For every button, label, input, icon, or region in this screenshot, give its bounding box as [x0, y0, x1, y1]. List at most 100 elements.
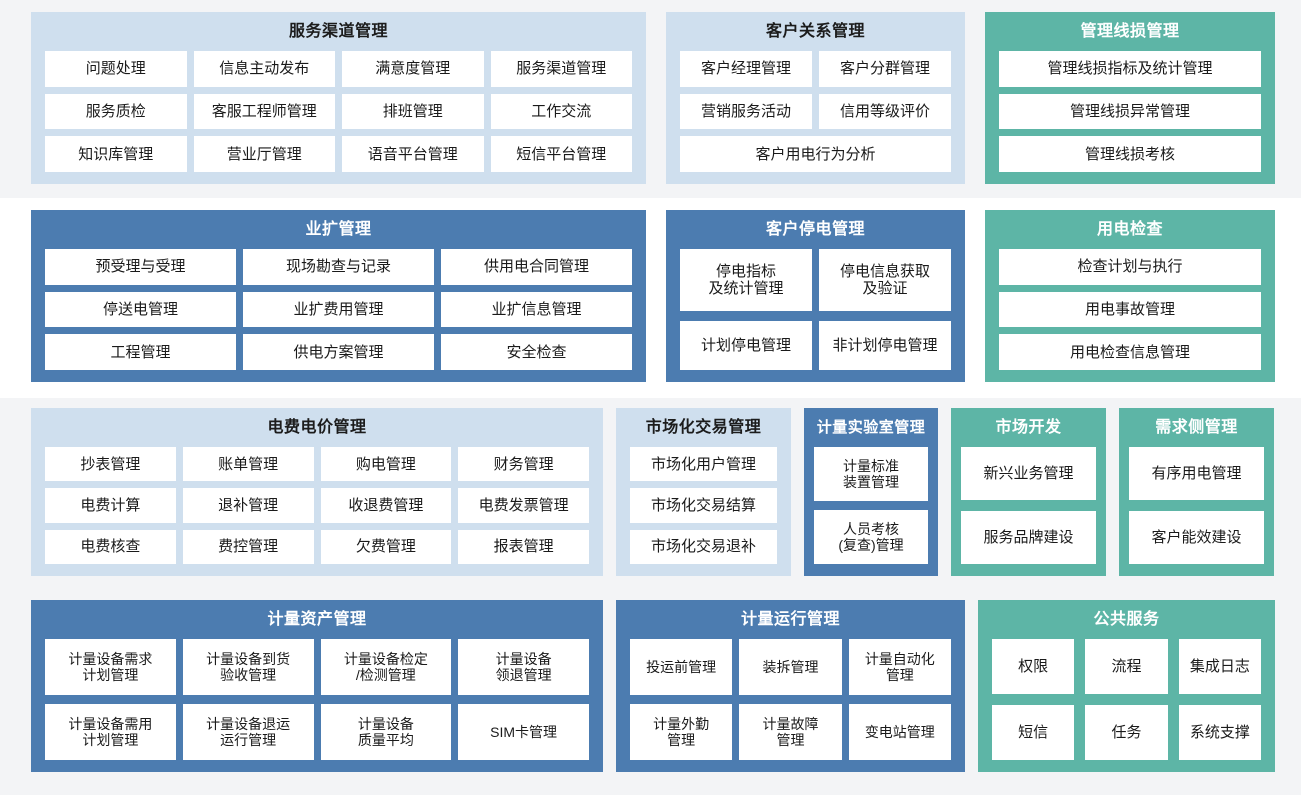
tile-item[interactable]: 新兴业务管理	[961, 447, 1096, 500]
tile-item[interactable]: 安全检查	[441, 334, 632, 371]
tile-item[interactable]: 计量设备检定 /检测管理	[320, 639, 452, 695]
tile-item[interactable]: 业扩费用管理	[243, 291, 434, 328]
tile-item[interactable]: 市场化交易结算	[630, 488, 777, 523]
tile-item[interactable]: 费控管理	[182, 529, 314, 564]
tile-item[interactable]: 账单管理	[182, 447, 314, 482]
tile-item[interactable]: 变电站管理	[848, 704, 951, 760]
tile-item[interactable]: 检查计划与执行	[999, 249, 1261, 285]
tile-item[interactable]: 客服工程师管理	[193, 93, 335, 130]
tile-item[interactable]: 市场化用户管理	[630, 447, 777, 482]
tile-item[interactable]: 短信平台管理	[490, 136, 632, 173]
panel-title: 客户关系管理	[765, 23, 865, 40]
tile-row: 管理线损指标及统计管理	[999, 51, 1261, 87]
tile-item[interactable]: 预受理与受理	[45, 249, 236, 285]
tile-item[interactable]: 非计划停电管理	[819, 320, 951, 370]
tile-item[interactable]: 客户分群管理	[819, 51, 951, 87]
tile-item[interactable]: 计量设备需用 计划管理	[45, 704, 176, 760]
tile-item[interactable]: 业扩信息管理	[441, 291, 632, 328]
tile-item[interactable]: 供电方案管理	[243, 334, 434, 371]
tile-item[interactable]: 流程	[1085, 639, 1168, 694]
tile-item[interactable]: 计划停电管理	[680, 320, 812, 370]
tile-item[interactable]: 停送电管理	[45, 291, 236, 328]
panel-metering-assets[interactable]: 计量资产管理 计量设备需求 计划管理 计量设备到货 验收管理 计量设备检定 /检…	[31, 600, 603, 772]
tile-item[interactable]: 权限	[992, 639, 1075, 694]
panel-line-loss[interactable]: 管理线损管理 管理线损指标及统计管理 管理线损异常管理 管理线损考核	[985, 12, 1275, 184]
tile-item[interactable]: 电费发票管理	[458, 488, 589, 523]
tile-item[interactable]: 管理线损指标及统计管理	[999, 51, 1261, 87]
panel-business-expansion[interactable]: 业扩管理 预受理与受理 现场勘查与记录 供用电合同管理 停送电管理 业扩费用管理…	[31, 210, 646, 382]
panel-customer-relations[interactable]: 客户关系管理 客户经理管理 客户分群管理 营销服务活动 信用等级评价 客户用电行…	[666, 12, 965, 184]
panel-service-channel[interactable]: 服务渠道管理 问题处理 信息主动发布 满意度管理 服务渠道管理 服务质检 客服工…	[31, 12, 646, 184]
tile-item[interactable]: 停电指标 及统计管理	[680, 249, 812, 311]
panel-market-development[interactable]: 市场开发 新兴业务管理 服务品牌建设	[951, 408, 1106, 576]
tile-item[interactable]: 服务渠道管理	[490, 51, 632, 87]
tile-item[interactable]: 计量外勤 管理	[630, 704, 733, 760]
panel-tiles: 计量设备需求 计划管理 计量设备到货 验收管理 计量设备检定 /检测管理 计量设…	[45, 639, 589, 760]
panel-tariff-management[interactable]: 电费电价管理 抄表管理 账单管理 购电管理 财务管理 电费计算 退补管理 收退费…	[31, 408, 603, 576]
tile-item[interactable]: 语音平台管理	[342, 136, 484, 173]
tile-item[interactable]: 计量设备退运 运行管理	[182, 704, 314, 760]
tile-item[interactable]: 用电事故管理	[999, 291, 1261, 328]
panel-power-inspection[interactable]: 用电检查 检查计划与执行 用电事故管理 用电检查信息管理	[985, 210, 1275, 382]
tile-row: 电费计算 退补管理 收退费管理 电费发票管理	[45, 488, 589, 523]
tile-row: 抄表管理 账单管理 购电管理 财务管理	[45, 447, 589, 482]
panel-customer-outage[interactable]: 客户停电管理 停电指标 及统计管理 停电信息获取 及验证 计划停电管理 非计划停…	[666, 210, 965, 382]
tile-item[interactable]: 客户用电行为分析	[680, 136, 951, 173]
tile-item[interactable]: 计量设备需求 计划管理	[45, 639, 176, 695]
tile-item[interactable]: 计量故障 管理	[739, 704, 842, 760]
tile-item[interactable]: 集成日志	[1178, 639, 1261, 694]
tile-item[interactable]: 计量设备 质量平均	[320, 704, 452, 760]
tile-item[interactable]: 电费核查	[45, 529, 176, 564]
panel-metering-operations[interactable]: 计量运行管理 投运前管理 装拆管理 计量自动化 管理 计量外勤 管理 计量故障 …	[616, 600, 965, 772]
tile-item[interactable]: 用电检查信息管理	[999, 334, 1261, 371]
tile-item[interactable]: 管理线损异常管理	[999, 93, 1261, 130]
tile-item[interactable]: SIM卡管理	[458, 704, 589, 760]
tile-item[interactable]: 计量设备到货 验收管理	[182, 639, 314, 695]
tile-item[interactable]: 投运前管理	[630, 639, 733, 695]
tile-item[interactable]: 电费计算	[45, 488, 176, 523]
tile-item[interactable]: 退补管理	[182, 488, 314, 523]
tile-item[interactable]: 工作交流	[490, 93, 632, 130]
tile-item[interactable]: 工程管理	[45, 334, 236, 371]
tile-item[interactable]: 计量自动化 管理	[848, 639, 951, 695]
tile-item[interactable]: 计量设备 领退管理	[458, 639, 589, 695]
tile-item[interactable]: 财务管理	[458, 447, 589, 482]
tile-item[interactable]: 排班管理	[342, 93, 484, 130]
tile-item[interactable]: 营销服务活动	[680, 93, 812, 130]
tile-item[interactable]: 营业厅管理	[193, 136, 335, 173]
tile-item[interactable]: 服务质检	[45, 93, 187, 130]
tile-item[interactable]: 满意度管理	[342, 51, 484, 87]
tile-item[interactable]: 报表管理	[458, 529, 589, 564]
panel-public-services[interactable]: 公共服务 权限 流程 集成日志 短信 任务 系统支撑	[978, 600, 1275, 772]
tile-item[interactable]: 人员考核 (复查)管理	[814, 510, 928, 564]
tile-item[interactable]: 有序用电管理	[1129, 447, 1264, 500]
tile-item[interactable]: 系统支撑	[1178, 705, 1261, 760]
tile-item[interactable]: 客户经理管理	[680, 51, 812, 87]
tile-item[interactable]: 计量标准 装置管理	[814, 447, 928, 501]
tile-item[interactable]: 信息主动发布	[193, 51, 335, 87]
tile-item[interactable]: 信用等级评价	[819, 93, 951, 130]
tile-row: 停电指标 及统计管理 停电信息获取 及验证	[680, 249, 951, 311]
tile-item[interactable]: 市场化交易退补	[630, 529, 777, 564]
tile-item[interactable]: 管理线损考核	[999, 136, 1261, 173]
tile-item[interactable]: 停电信息获取 及验证	[819, 249, 951, 311]
tile-item[interactable]: 购电管理	[320, 447, 452, 482]
panel-tiles: 计量标准 装置管理 人员考核 (复查)管理	[814, 447, 928, 564]
tile-item[interactable]: 抄表管理	[45, 447, 176, 482]
tile-item[interactable]: 欠费管理	[320, 529, 452, 564]
tile-row: 权限 流程 集成日志	[992, 639, 1261, 694]
tile-item[interactable]: 供用电合同管理	[441, 249, 632, 285]
tile-item[interactable]: 任务	[1085, 705, 1168, 760]
tile-item[interactable]: 问题处理	[45, 51, 187, 87]
tile-item[interactable]: 知识库管理	[45, 136, 187, 173]
tile-item[interactable]: 装拆管理	[739, 639, 842, 695]
tile-item[interactable]: 客户能效建设	[1129, 511, 1264, 564]
tile-item[interactable]: 现场勘查与记录	[243, 249, 434, 285]
panel-market-trading[interactable]: 市场化交易管理 市场化用户管理 市场化交易结算 市场化交易退补	[616, 408, 791, 576]
tile-item[interactable]: 收退费管理	[320, 488, 452, 523]
panel-metering-lab[interactable]: 计量实验室管理 计量标准 装置管理 人员考核 (复查)管理	[804, 408, 938, 576]
panel-demand-side[interactable]: 需求侧管理 有序用电管理 客户能效建设	[1119, 408, 1274, 576]
tile-item[interactable]: 短信	[992, 705, 1075, 760]
tile-item[interactable]: 服务品牌建设	[961, 511, 1096, 564]
panel-title: 业扩管理	[305, 221, 372, 238]
